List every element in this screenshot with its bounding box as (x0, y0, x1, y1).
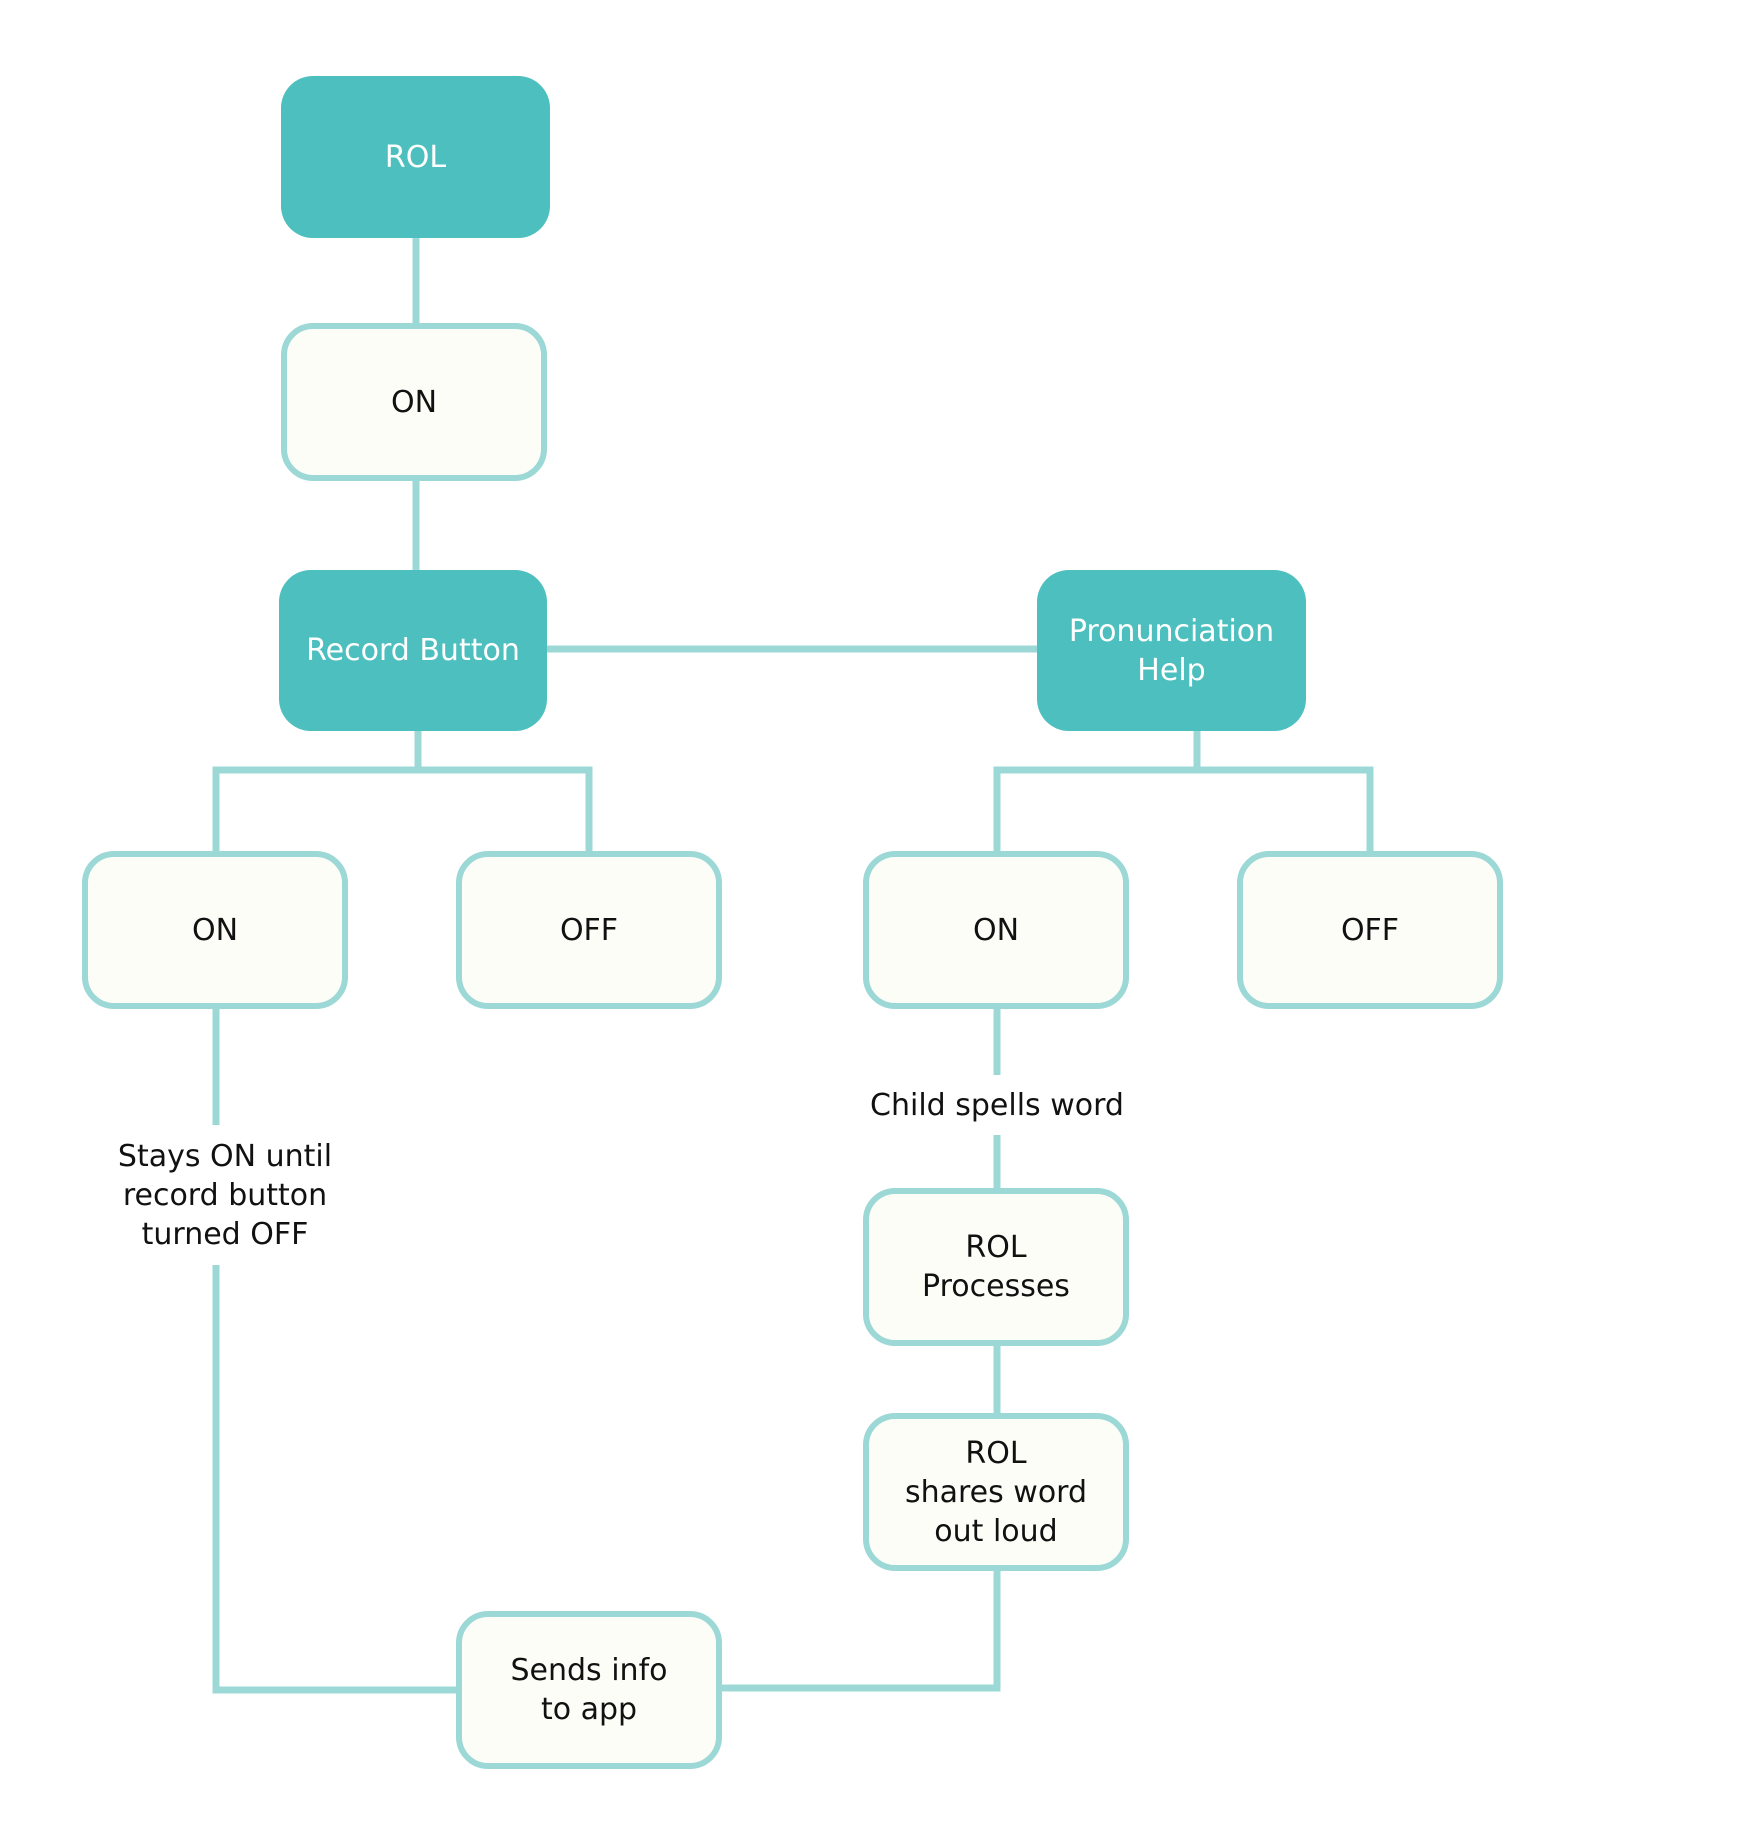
rol-processes-node: ROL Processes (863, 1188, 1129, 1346)
record-off-node: OFF (456, 851, 722, 1009)
connector-stays-on-to-sends (212, 1265, 460, 1694)
stays-on-label: Stays ON until record button turned OFF (105, 1125, 345, 1265)
pronunciation-on-node: ON (863, 851, 1129, 1009)
record-on-node: ON (82, 851, 348, 1009)
connector-record-branch-off (418, 766, 593, 851)
record-button-node: Record Button (279, 570, 547, 731)
rol-shares-node: ROL shares word out loud (863, 1413, 1129, 1571)
connector-shares-to-sends (718, 1567, 1001, 1692)
child-spells-label: Child spells word (863, 1075, 1131, 1135)
pronunciation-help-node: Pronunciation Help (1037, 570, 1306, 731)
pronunciation-off-node: OFF (1237, 851, 1503, 1009)
connector-record-branch (212, 730, 422, 851)
on-main-node: ON (281, 323, 547, 481)
rol-node: ROL (281, 76, 550, 238)
connector-pronunciation-branch (993, 730, 1201, 851)
connector-pronunciation-branch-off (1197, 766, 1374, 851)
sends-info-node: Sends info to app (456, 1611, 722, 1769)
